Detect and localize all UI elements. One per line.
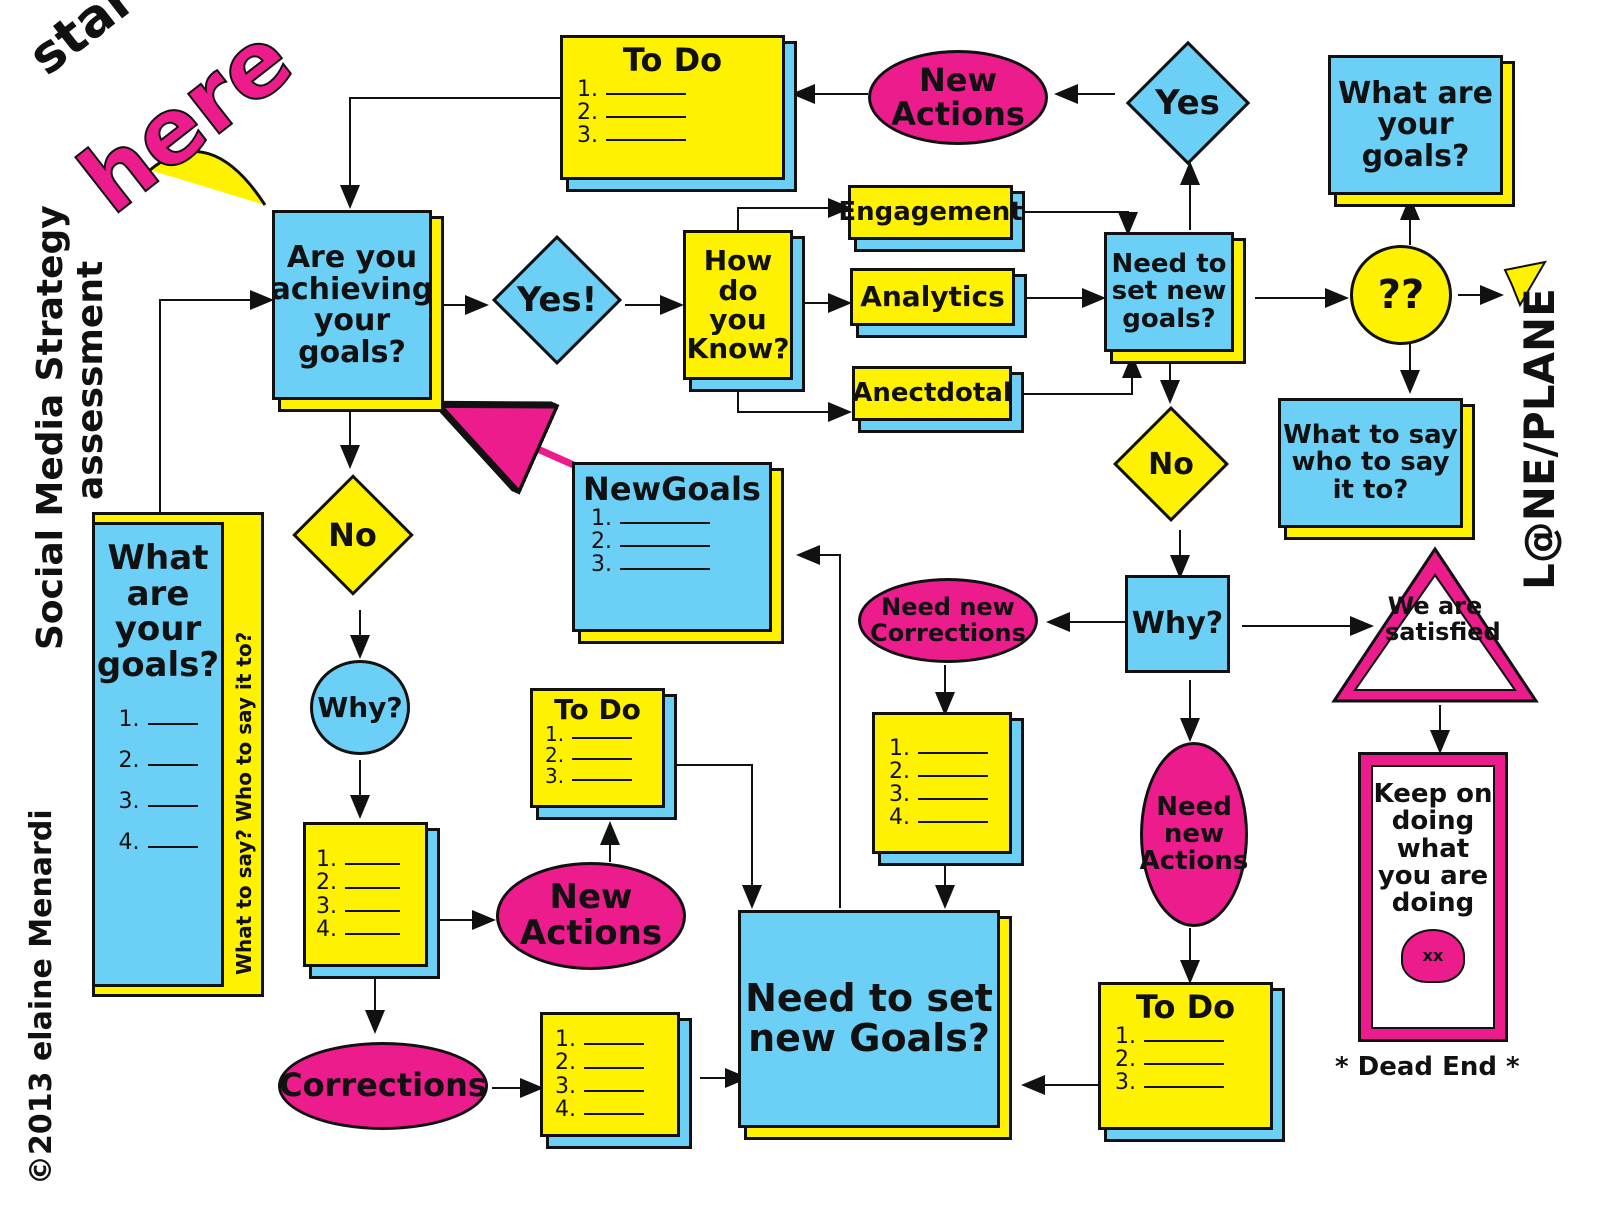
- arrow-todomid-needset: [670, 764, 762, 909]
- list-item: 3.: [545, 766, 633, 787]
- todo-top-list: 1. 2. 3.: [577, 77, 686, 147]
- list-item: 2.: [591, 530, 710, 553]
- corrections-list-items: 1. 2. 3. 4.: [889, 737, 988, 829]
- analytics-box: Analytics: [850, 268, 1015, 326]
- list-item: 2.: [119, 749, 198, 772]
- need-actions-right: Need new Actions: [1140, 742, 1248, 927]
- todo-bottom-right-list: 1. 2. 3.: [1115, 1024, 1224, 1094]
- list-item: 3.: [591, 553, 710, 576]
- list-item: 2.: [1115, 1048, 1224, 1071]
- anecdotal-box: Anectdotal: [852, 366, 1012, 421]
- need-set-goals-top: Need to set new goals?: [1104, 232, 1234, 352]
- todo-mid: To Do 1. 2. 3.: [530, 688, 665, 808]
- corrections-list-right: 1. 2. 3. 4.: [872, 712, 1012, 854]
- achieving-goals-box: Are you achieving your goals?: [271, 210, 433, 400]
- list-item: 1.: [591, 506, 710, 530]
- list-item: 1.: [316, 848, 400, 871]
- engagement-box: Engagement: [838, 185, 1023, 240]
- arrow-needset-newgoals: [796, 545, 841, 908]
- skull-icon: xx: [1401, 929, 1465, 984]
- list-item: 1.: [545, 724, 633, 745]
- list-item: 1.: [119, 708, 198, 731]
- paper-plane-icon: [1503, 260, 1547, 308]
- arrow-leftgoals-achieving: [159, 290, 274, 520]
- no-left-diamond: No: [290, 472, 415, 597]
- triangle-shape: [1331, 546, 1539, 703]
- need-set-goals-bottom: Need to set new Goals?: [738, 910, 1000, 1128]
- subtitle-line2: assessment: [70, 260, 111, 500]
- list-item: 1.: [889, 737, 988, 760]
- todo-top-title: To Do: [622, 41, 723, 79]
- dead-end-label: * Dead End *: [1335, 1052, 1520, 1082]
- list-item: 3.: [555, 1074, 644, 1098]
- corrections-oval: Corrections: [278, 1042, 488, 1130]
- todo-bottom-right: To Do 1. 2. 3.: [1098, 982, 1273, 1130]
- satisfied-triangle: We are satisfied: [1330, 545, 1540, 705]
- list-item: 4.: [555, 1097, 644, 1121]
- list-item: 3.: [119, 790, 198, 813]
- left-side-note: What to say? Who to say it to?: [232, 631, 256, 975]
- list-left: 1. 2. 3. 4.: [316, 848, 400, 941]
- satisfied-label: We are satisfied: [1385, 592, 1501, 647]
- list-item: 1.: [1115, 1024, 1224, 1048]
- why-left-circle: Why?: [310, 660, 410, 755]
- yes-top-diamond: Yes: [1125, 40, 1250, 165]
- list-item: 1.: [555, 1028, 644, 1051]
- list-item: 3.: [316, 894, 400, 918]
- arrow-how-anecdotal: [737, 390, 852, 422]
- todo-mid-list: 1. 2. 3.: [545, 724, 633, 787]
- left-goals-box: What are your goals? 1. 2. 3. 4.: [92, 522, 224, 987]
- copyright-text: ©2013 elaine Menardi: [24, 809, 59, 1185]
- list-item: 4.: [316, 917, 400, 941]
- why-right-box: Why?: [1125, 575, 1230, 673]
- new-actions-bottom: New Actions: [496, 862, 686, 970]
- list-item: 2.: [577, 101, 686, 124]
- arrow-engagement-needset: [1012, 211, 1138, 236]
- list-item: 3.: [889, 783, 988, 806]
- arrow-how-engagement: [737, 198, 852, 230]
- how-know-box: How do you Know?: [683, 230, 793, 380]
- list-item: 3.: [577, 124, 686, 147]
- yes-main-diamond: Yes!: [491, 234, 623, 366]
- list-item: 1.: [577, 77, 686, 101]
- start-here-arrow: [149, 150, 267, 206]
- list-item: 2.: [889, 760, 988, 783]
- list-item: 2.: [555, 1051, 644, 1075]
- need-corrections-oval: Need new Corrections: [858, 578, 1038, 663]
- corrections-bottom-list: 1. 2. 3. 4.: [540, 1012, 680, 1137]
- arrow-anecdotal-needset: [1012, 354, 1142, 395]
- what-to-say-box: What to say who to say it to?: [1278, 398, 1463, 528]
- list-left-box: 1. 2. 3. 4.: [303, 822, 428, 967]
- corrections-bottom-items: 1. 2. 3. 4.: [555, 1028, 644, 1121]
- left-goals-list: 1. 2. 3. 4.: [119, 708, 198, 854]
- what-goals-right: What are your goals?: [1328, 55, 1503, 195]
- no-right-diamond: No: [1112, 405, 1230, 523]
- todo-top: To Do 1. 2. 3.: [560, 35, 785, 180]
- new-goals-list: 1. 2. 3.: [591, 506, 710, 576]
- list-item: 4.: [119, 831, 198, 854]
- list-item: 2.: [545, 745, 633, 766]
- arrow-todo-achieving: [340, 97, 565, 209]
- new-actions-top: New Actions: [868, 50, 1048, 145]
- list-item: 3.: [1115, 1071, 1224, 1094]
- arrow-newgoals-achieving: [450, 410, 587, 470]
- list-item: 4.: [889, 806, 988, 829]
- keep-doing-inner: Keep on doing what you are doing xx: [1371, 765, 1495, 1029]
- new-goals-box: NewGoals 1. 2. 3.: [572, 462, 772, 632]
- subtitle-line1: Social Media Strategy: [30, 205, 71, 650]
- question-circle: ??: [1350, 245, 1452, 345]
- list-item: 2.: [316, 871, 400, 895]
- keep-doing-box: Keep on doing what you are doing xx: [1358, 752, 1508, 1042]
